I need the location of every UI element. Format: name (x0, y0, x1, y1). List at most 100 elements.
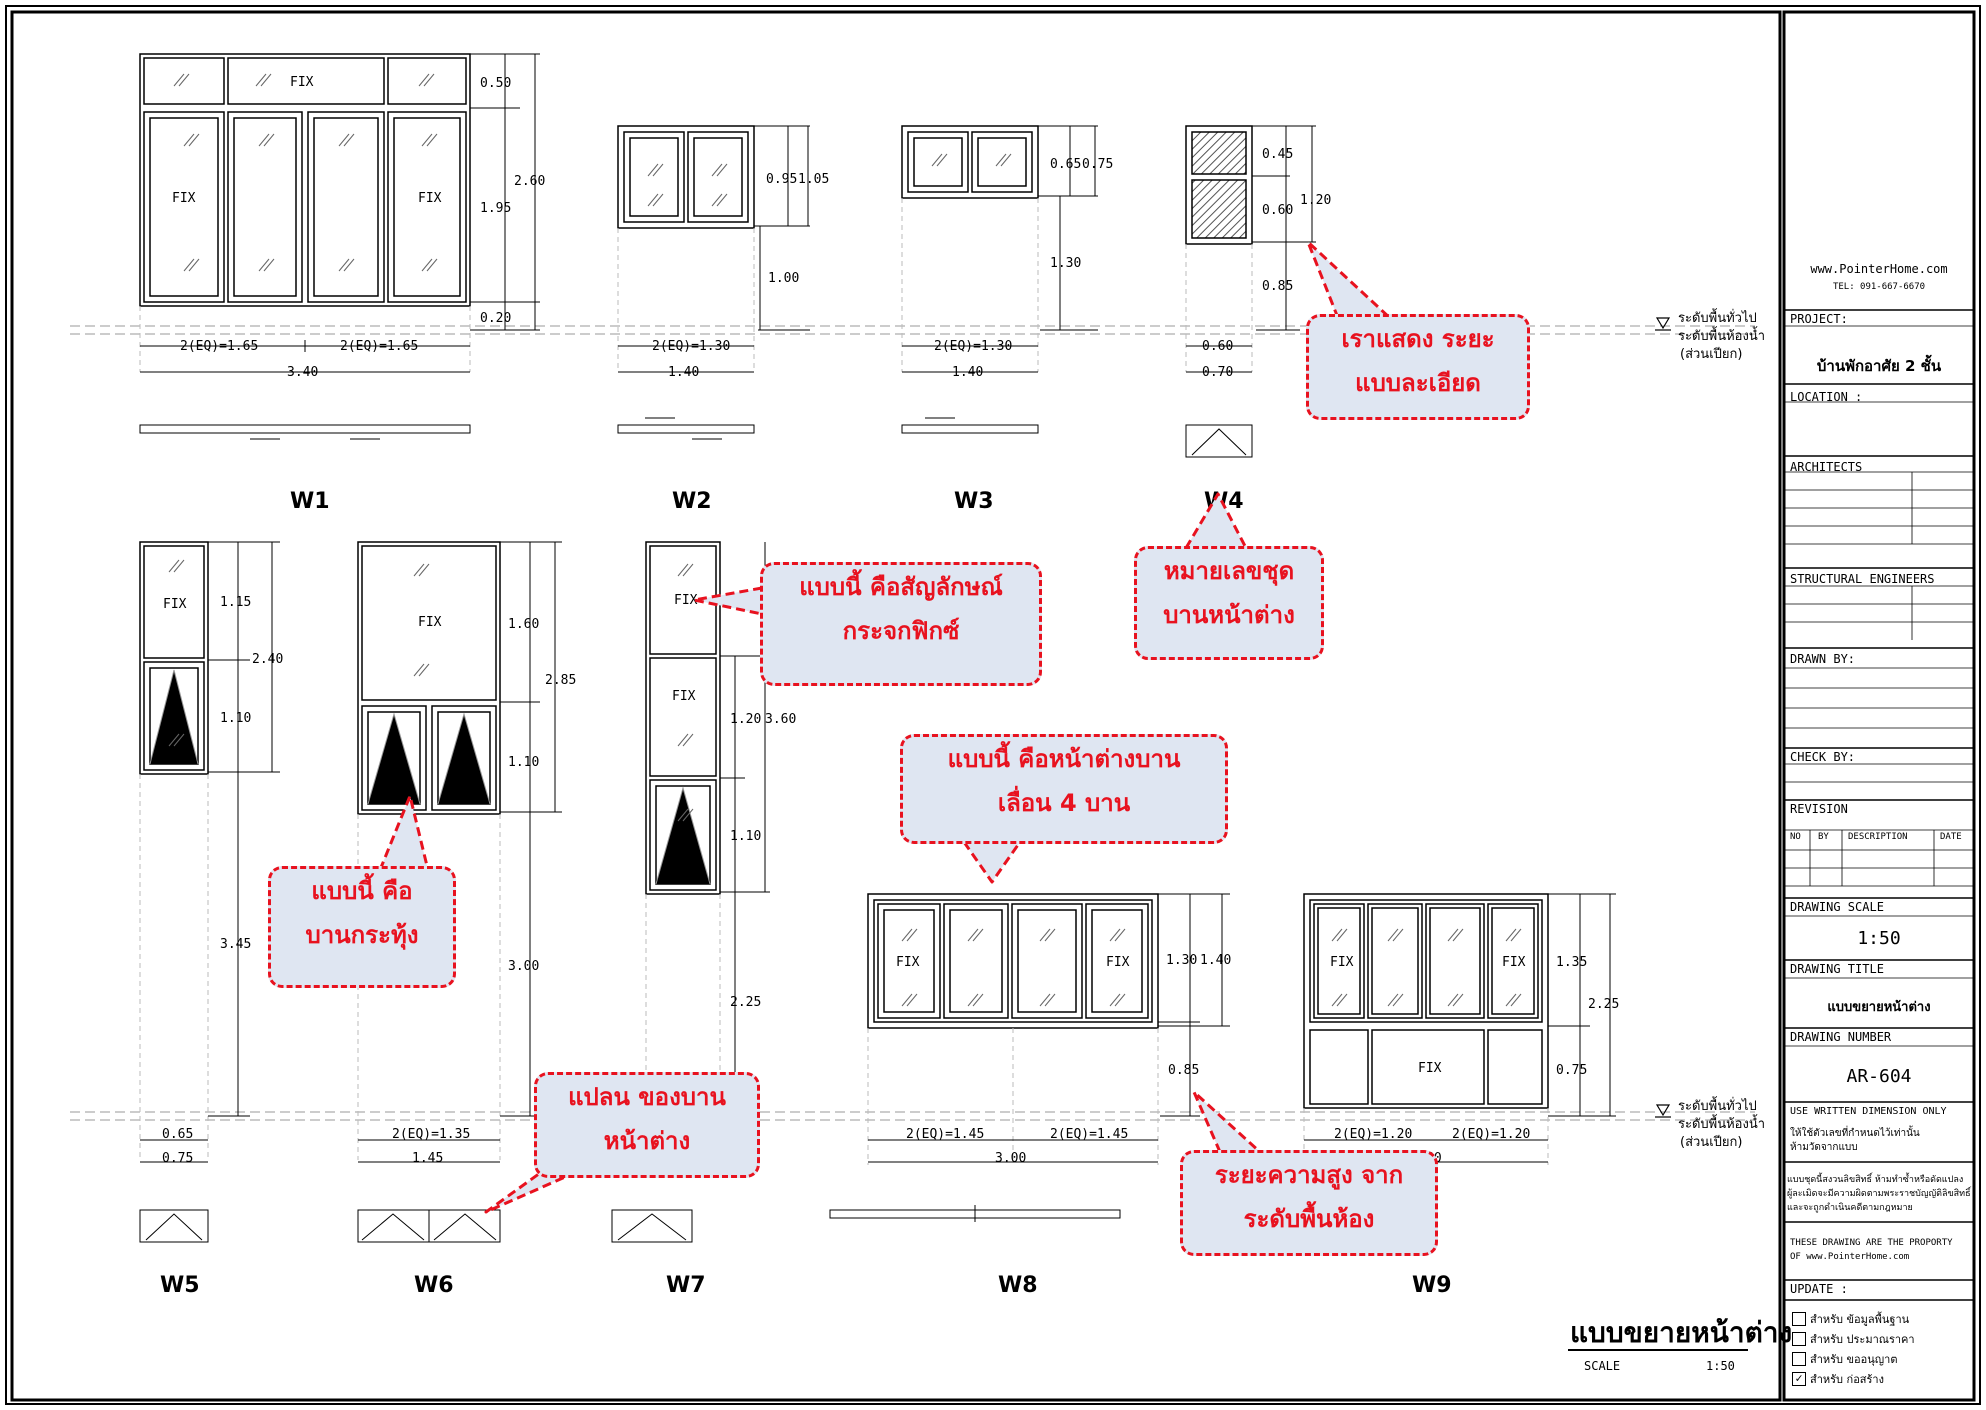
fix-w1-top: FIX (290, 75, 314, 90)
floor-label-3: (ส่วนเปียก) (1680, 346, 1742, 362)
dim-w4-2: 0.60 (1262, 203, 1293, 218)
sheet-scale-word: SCALE (1584, 1359, 1620, 1373)
dim-w6-6: 1.45 (412, 1151, 443, 1166)
callout-2-line-2: บานหน้าต่าง (1163, 601, 1295, 629)
dim-w3-3: 1.30 (1050, 256, 1081, 271)
tb-note1-th-2: ห้ามวัดจากแบบ (1790, 1142, 1858, 1153)
dim-w6-1: 1.60 (508, 617, 539, 632)
dim-w6-2: 2.85 (545, 673, 576, 688)
callout-fixed-glass: แบบนี้ คือสัญลักษณ์ กระจกฟิกซ์ (760, 562, 1042, 686)
dim-w9-3: 0.75 (1556, 1063, 1587, 1078)
tag-w1: W1 (290, 489, 330, 514)
fix-w6: FIX (418, 615, 442, 630)
dim-w2-5: 1.40 (668, 365, 699, 380)
callout-5-pointer (378, 794, 430, 871)
tb-drawn-label: DRAWN BY: (1790, 652, 1856, 666)
tb-project-name: บ้านพักอาศัย 2 ชั้น (1816, 357, 1942, 375)
dim-w1-4: 0.20 (480, 311, 511, 326)
tb-website: www.PointerHome.com (1810, 262, 1948, 276)
fix-w8-right: FIX (1106, 955, 1130, 970)
dim-w4-5: 0.60 (1202, 339, 1233, 354)
tag-w9: W9 (1412, 1273, 1452, 1298)
dim-w4-1: 0.45 (1262, 147, 1293, 162)
dim-w6-5: 2(EQ)=1.35 (392, 1127, 470, 1142)
callout-awning-window: แบบนี้ คือ บานกระทุ้ง (268, 866, 456, 988)
fix-w8-left: FIX (896, 955, 920, 970)
sheet-scale-value: 1:50 (1706, 1359, 1735, 1373)
fix-w7-top: FIX (674, 593, 698, 608)
tb-note2-th-3: และจะถูกดำเนินคดีตามกฎหมาย (1787, 1203, 1913, 1213)
tb-tel: TEL: 091-667-6670 (1832, 282, 1926, 292)
dim-w5-3: 1.10 (220, 711, 251, 726)
window-w9 (1303, 893, 1549, 1109)
window-w2 (617, 125, 755, 229)
tb-number-value: AR-604 (1846, 1066, 1912, 1087)
tag-w5: W5 (160, 1273, 200, 1298)
tag-w7: W7 (666, 1273, 706, 1298)
dim-w8-6: 3.00 (995, 1151, 1026, 1166)
callout-window-tag: หมายเลขชุด บานหน้าต่าง (1134, 546, 1324, 660)
update-checkbox-4[interactable]: ✓ (1792, 1372, 1806, 1386)
dim-w1-3: 2.60 (514, 174, 545, 189)
update-item-3: สำหรับ ขออนุญาต (1810, 1353, 1898, 1366)
dim-w6-4: 3.00 (508, 959, 539, 974)
tag-w6: W6 (414, 1273, 454, 1298)
update-checkbox-3[interactable] (1792, 1352, 1806, 1366)
dim-w5-5: 0.65 (162, 1127, 193, 1142)
tb-rev-col-date: DATE (1940, 832, 1962, 842)
tb-rev-col-desc: DESCRIPTION (1848, 832, 1908, 842)
update-item-4: สำหรับ ก่อสร้าง (1810, 1373, 1884, 1386)
dim-w8-3: 0.85 (1168, 1063, 1199, 1078)
dim-w4-6: 0.70 (1202, 365, 1233, 380)
dim-w1-6: 2(EQ)=1.65 (340, 339, 418, 354)
dim-w8-4: 2(EQ)=1.45 (906, 1127, 984, 1142)
fix-w7-mid: FIX (672, 689, 696, 704)
dim-w3-2: 0.75 (1082, 157, 1113, 172)
update-checkbox-2[interactable] (1792, 1332, 1806, 1346)
tag-w2: W2 (672, 489, 712, 514)
dim-w9-5: 2(EQ)=1.20 (1452, 1127, 1530, 1142)
floor-label-1: ระดับพื้นทั่วไป (1678, 308, 1757, 326)
title-block: www.PointerHome.com TEL: 091-667-6670 PR… (1784, 12, 1974, 1400)
sheet-title: แบบขยายหน้าต่าง (1570, 1316, 1792, 1349)
window-w4 (1185, 125, 1253, 245)
tag-w3: W3 (954, 489, 994, 514)
tb-location-label: LOCATION : (1790, 390, 1863, 404)
dim-w5-6: 0.75 (162, 1151, 193, 1166)
callout-4-pointer (962, 841, 1022, 884)
callout-7-line-1: ระยะความสูง จาก (1214, 1161, 1404, 1189)
dim-w9-1: 1.35 (1556, 955, 1587, 970)
callout-3-line-1: แบบนี้ คือสัญลักษณ์ (799, 573, 1003, 601)
tb-title-value: แบบขยายหน้าต่าง (1827, 1000, 1931, 1015)
callout-3-line-2: กระจกฟิกซ์ (842, 617, 960, 645)
dim-w2-3: 1.00 (768, 271, 799, 286)
update-item-2: สำหรับ ประมาณราคา (1810, 1333, 1915, 1346)
title-block-lines (1784, 309, 1974, 1301)
callout-3-pointer (692, 586, 763, 616)
tb-note3-1: THESE DRAWING ARE THE PROPORTY (1790, 1238, 1953, 1248)
floor-label-6: (ส่วนเปียก) (1680, 1134, 1742, 1150)
window-w1 (139, 53, 471, 307)
callout-1-line-2: แบบละเอียด (1355, 369, 1481, 397)
dim-w1-5: 2(EQ)=1.65 (180, 339, 258, 354)
dim-w9-4: 2(EQ)=1.20 (1334, 1127, 1412, 1142)
dim-w2-1: 0.95 (766, 172, 797, 187)
tb-scale-value: 1:50 (1857, 928, 1901, 949)
fix-w9-left: FIX (1330, 955, 1354, 970)
callout-sill-height: ระยะความสูง จาก ระดับพื้นห้อง (1180, 1150, 1438, 1256)
dim-w9-2: 2.25 (1588, 997, 1619, 1012)
fix-w9-right: FIX (1502, 955, 1526, 970)
tb-note1: USE WRITTEN DIMENSION ONLY (1790, 1106, 1947, 1117)
dim-w7-2: 3.60 (765, 712, 796, 727)
dim-w5-1: 1.15 (220, 595, 251, 610)
tb-update-label: UPDATE : (1790, 1282, 1848, 1296)
callout-4-line-1: แบบนี้ คือหน้าต่างบาน (947, 745, 1181, 773)
dim-w7-3: 1.10 (730, 829, 761, 844)
callout-5-line-1: แบบนี้ คือ (311, 877, 413, 905)
update-checkbox-1[interactable] (1792, 1312, 1806, 1326)
callout-2-pointer (1184, 492, 1248, 549)
tb-note2-th-1: แบบชุดนี้สงวนลิขสิทธิ์ ห้ามทำซ้ำหรือดัดแ… (1787, 1175, 1964, 1185)
window-w3 (901, 125, 1039, 199)
dim-w3-1: 0.65 (1050, 157, 1081, 172)
